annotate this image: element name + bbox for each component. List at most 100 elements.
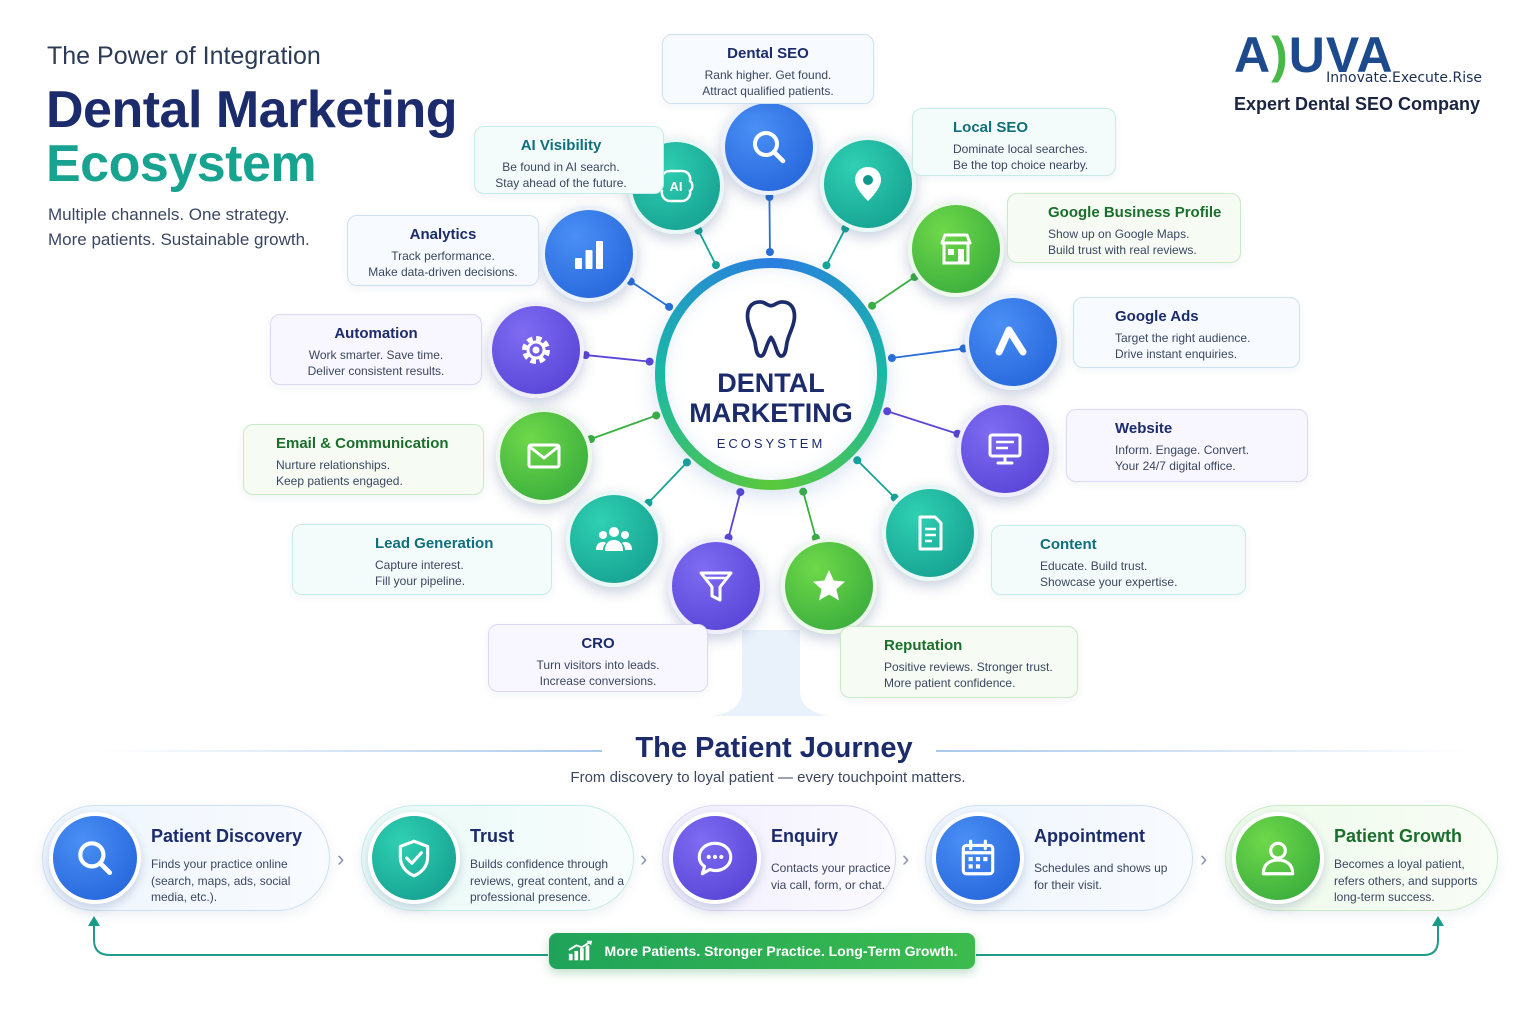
journey-step-growth: Patient Growth Becomes a loyal patient, … — [1225, 805, 1498, 911]
card-desc-line1: Capture interest. — [375, 558, 464, 572]
logo-slogan: Innovate.Execute.Rise — [1326, 70, 1482, 86]
spoke-line — [856, 459, 896, 499]
hub-center: DENTAL MARKETING ECOSYSTEM — [665, 268, 877, 480]
card-desc-line2: Drive instant enquiries. — [1115, 347, 1238, 361]
step-desc: Contacts your practice via call, form, o… — [771, 861, 891, 892]
step-title: Patient Growth — [1334, 826, 1463, 846]
step-icon-circle — [368, 812, 460, 904]
card-content: Content Educate. Build trust.Showcase yo… — [991, 525, 1246, 595]
page-title-line1: Dental Marketing — [46, 81, 457, 139]
card-desc: Positive reviews. Stronger trust.More pa… — [884, 659, 1063, 691]
spoke-dot — [868, 301, 877, 310]
growth-chart-icon — [567, 940, 592, 961]
funnel-icon — [699, 571, 733, 602]
journey-divider-left — [100, 750, 602, 752]
spoke-dot — [883, 407, 892, 416]
journey-arrow-1: › — [337, 846, 345, 871]
node-reputation — [781, 538, 877, 634]
spoke-line — [886, 410, 958, 435]
star-icon — [813, 570, 845, 601]
node-analytics — [541, 206, 637, 302]
card-local-seo: Local SEO Dominate local searches.Be the… — [912, 108, 1116, 176]
tagline-line1: Multiple channels. One strategy. — [48, 205, 290, 224]
card-desc: Dominate local searches.Be the top choic… — [953, 141, 1101, 173]
card-title: Automation — [334, 325, 418, 342]
card-reputation: Reputation Positive reviews. Stronger tr… — [840, 626, 1078, 698]
journey-arrow-3: › — [902, 846, 910, 871]
node-cro — [668, 538, 764, 634]
card-desc-line2: Keep patients engaged. — [276, 474, 403, 488]
logo-tagline: Expert Dental SEO Company — [1234, 94, 1481, 114]
card-cro: CRO Turn visitors into leads.Increase co… — [488, 624, 708, 692]
card-title: Analytics — [409, 226, 477, 243]
card-desc-line1: Rank higher. Get found. — [704, 68, 832, 82]
shield-check-icon — [398, 839, 430, 878]
step-title: Trust — [470, 826, 515, 846]
node-email-communication — [496, 408, 592, 504]
trunk-connector — [712, 630, 830, 716]
journey-return-line — [93, 922, 1439, 956]
spoke-dot — [853, 456, 862, 465]
step-icon-circle — [669, 812, 761, 904]
card-title: Content — [1040, 536, 1097, 553]
spoke-dot — [799, 487, 808, 496]
node-google-ads — [965, 294, 1061, 390]
card-desc-line2: Stay ahead of the future. — [495, 176, 627, 190]
card-desc-line1: Work smarter. Save time. — [308, 348, 444, 362]
envelope-icon — [527, 443, 561, 469]
card-ai-visibility: AI Visibility Be found in AI search.Stay… — [474, 126, 664, 194]
card-google-ads: Google Ads Target the right audience. Dri… — [1073, 297, 1300, 368]
card-title: Local SEO — [953, 119, 1029, 136]
card-desc-line2: Attract qualified patients. — [702, 84, 834, 98]
return-arrow-right — [1432, 916, 1444, 926]
spoke-dot — [682, 458, 691, 467]
step-title: Enquiry — [771, 826, 839, 846]
card-desc-line2: Increase conversions. — [539, 674, 657, 688]
card-desc-line1: Target the right audience. — [1115, 331, 1251, 345]
card-desc: Educate. Build trust.Showcase your exper… — [1040, 558, 1231, 590]
spoke-dot — [652, 411, 661, 420]
node-automation — [488, 302, 584, 398]
step-title: Patient Discovery — [151, 826, 303, 846]
card-desc-line2: Fill your pipeline. — [375, 574, 466, 588]
node-lead-generation — [566, 491, 662, 587]
card-desc: Capture interest. Fill your pipeline. — [375, 557, 537, 589]
journey-step-trust: Trust Builds confidence through reviews,… — [361, 805, 634, 911]
journey-title: The Patient Journey — [635, 732, 913, 764]
ecosystem-hub: DENTAL MARKETING ECOSYSTEM — [655, 258, 887, 490]
storefront-icon — [940, 233, 972, 265]
node-google-business-profile — [908, 201, 1004, 297]
eyebrow-text: The Power of Integration — [47, 42, 321, 70]
spoke-line — [727, 491, 742, 538]
step-title: Appointment — [1034, 826, 1145, 846]
card-desc: Turn visitors into leads. Increase conver… — [503, 657, 693, 689]
document-icon — [918, 515, 943, 551]
spoke-dot — [645, 357, 654, 366]
spoke-line — [647, 461, 688, 504]
spoke-line — [590, 414, 657, 440]
card-lead-generation: Lead Generation Capture interest. Fill yo… — [292, 524, 552, 595]
card-dental-seo: Dental SEO Rank higher. Get found.Attrac… — [662, 34, 874, 104]
spoke-line — [891, 347, 964, 359]
card-desc: Work smarter. Save time.Deliver consiste… — [285, 347, 467, 379]
card-title: Google Business Profile — [1048, 204, 1222, 221]
journey-step-discovery: Patient Discovery Finds your practice on… — [42, 805, 330, 911]
card-title: Lead Generation — [375, 535, 494, 552]
user-icon — [1261, 841, 1295, 876]
journey-step-appointment: Appointment Schedules and shows up for t… — [925, 805, 1193, 911]
card-analytics: Analytics Track performance.Make data-dr… — [347, 215, 539, 286]
node-local-seo — [820, 136, 916, 232]
page-title-line2: Ecosystem — [46, 135, 317, 193]
growth-banner: More Patients. Stronger Practice. Long-T… — [549, 933, 975, 969]
card-desc: Target the right audience. Drive instant … — [1115, 330, 1285, 362]
card-desc-line2: Showcase your expertise. — [1040, 575, 1178, 589]
node-dental-seo — [721, 99, 817, 195]
card-title: Website — [1115, 420, 1173, 437]
card-desc-line1: Turn visitors into leads. — [536, 658, 660, 672]
location-pin-icon — [855, 167, 881, 201]
card-title: Google Ads — [1115, 308, 1199, 325]
tooth-icon — [745, 299, 797, 358]
spoke-dot — [765, 248, 774, 257]
